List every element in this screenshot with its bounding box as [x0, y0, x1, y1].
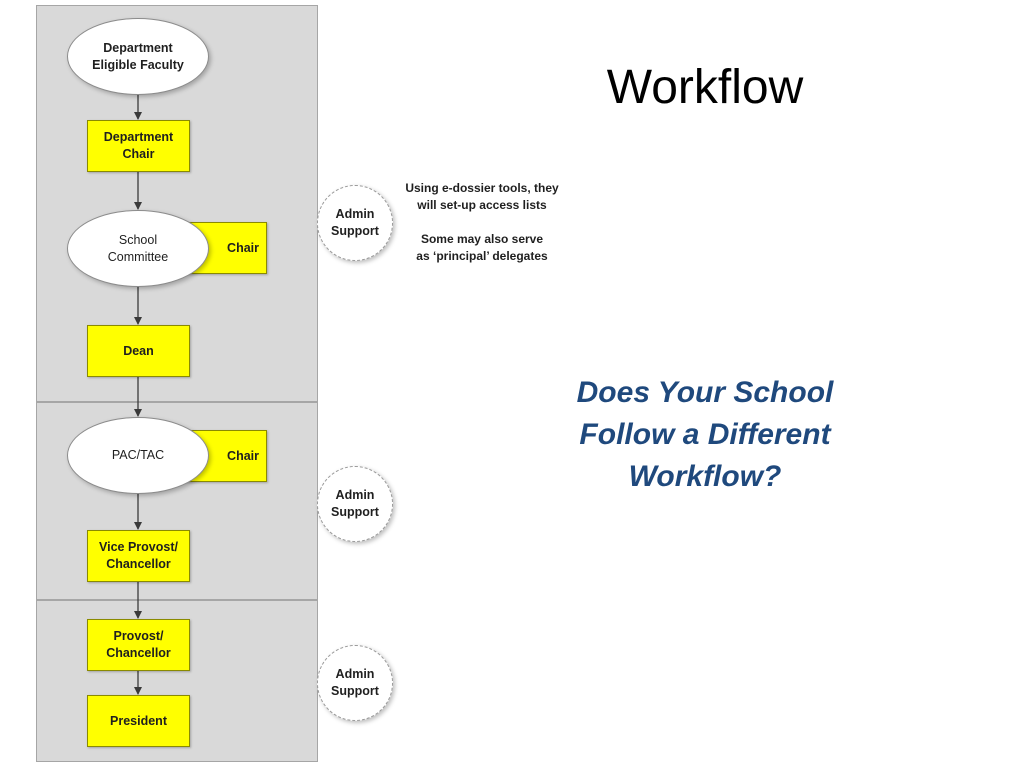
workflow-question: Does Your School Follow a Different Work…: [576, 376, 834, 493]
node-provost-chancellor: Provost/ Chancellor: [87, 619, 190, 671]
admin-support-circle-2: Admin Support: [317, 466, 393, 542]
page-title: Workflow: [606, 61, 804, 114]
admin-support-circle-1: Admin Support: [317, 185, 393, 261]
node-school-committee: School Committee: [67, 210, 209, 287]
node-pac-tac: PAC/TAC: [67, 417, 209, 494]
node-department-chair: Department Chair: [87, 120, 190, 172]
node-vice-provost-chancellor: Vice Provost/ Chancellor: [87, 530, 190, 582]
admin-support-circle-3: Admin Support: [317, 645, 393, 721]
node-dean: Dean: [87, 325, 190, 377]
node-president: President: [87, 695, 190, 747]
node-department-eligible-faculty: Department Eligible Faculty: [67, 18, 209, 95]
admin-note-principal-delegates: Some may also serve as ‘principal’ deleg…: [416, 232, 548, 263]
admin-note-access-lists: Using e-dossier tools, they will set-up …: [405, 181, 559, 212]
